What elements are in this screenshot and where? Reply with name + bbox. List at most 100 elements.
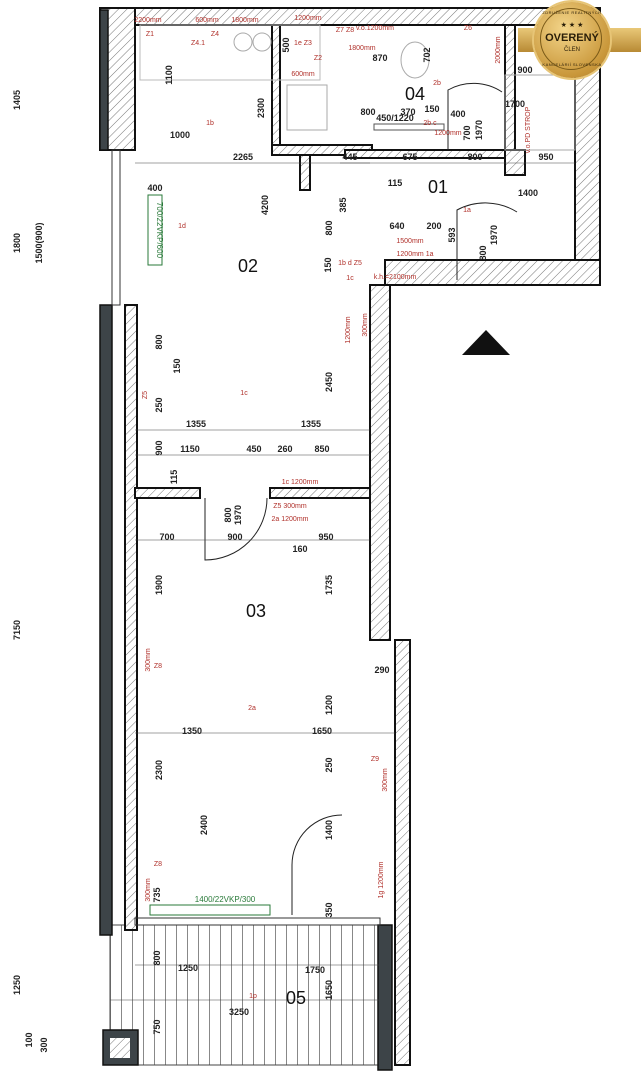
dimension-label: 3250 [229, 1007, 249, 1017]
dimension-label: 1400 [518, 188, 538, 198]
dimension-label: 370 [400, 107, 415, 117]
room-label: 01 [428, 177, 448, 197]
dimension-label: 445 [342, 152, 357, 162]
dimension-label: 160 [292, 544, 307, 554]
wall [271, 24, 281, 156]
window-label: 450/1220 [376, 113, 414, 123]
dimension-label: 400 [147, 183, 162, 193]
structural-column [99, 9, 109, 151]
annotation-label: 1b d Z5 [338, 260, 362, 267]
annotation-label: Z2 [314, 55, 322, 62]
dimension-label: 800 [223, 507, 233, 522]
annotation-label: Z9 [371, 756, 379, 763]
sink-icon [286, 84, 328, 131]
annotation-label: Z7 Z8 [336, 27, 354, 34]
annotation-label: 600mm [195, 17, 219, 24]
annotation-label: 1800mm [348, 45, 375, 52]
dimension-label: 950 [538, 152, 553, 162]
annotation-label: Z1 [146, 31, 154, 38]
dimension-label: 800 [467, 152, 482, 162]
dimension-label: 850 [314, 444, 329, 454]
annotation-label: 1p [249, 993, 257, 1000]
dimension-label: 385 [338, 197, 348, 212]
annotation-label: 300mm [145, 878, 152, 902]
balcony-floor [109, 924, 391, 1066]
annotation-label: 1e Z3 [294, 40, 312, 47]
dimension-label: 1800 [12, 233, 22, 253]
dimension-label: 250 [324, 757, 334, 772]
dimension-label: 1405 [12, 90, 22, 110]
dimension-label: 800 [154, 334, 164, 349]
room-label: 03 [246, 601, 266, 621]
dimension-label: 1900 [154, 575, 164, 595]
dimension-label: 1150 [180, 444, 200, 454]
radiator-label: 1400/22VKP/300 [195, 895, 256, 904]
walls [99, 7, 601, 1071]
window-bar-icon [373, 123, 445, 131]
dimension-label: 1355 [301, 419, 321, 429]
annotation-label: 1b [206, 120, 214, 127]
dimension-label: 1650 [312, 726, 332, 736]
annotation-label: Z4 [211, 31, 219, 38]
wall [99, 7, 601, 26]
annotation-label: 1200mm [294, 15, 321, 22]
dimension-label: 1250 [178, 963, 198, 973]
annotation-label: 1d [178, 223, 186, 230]
north-arrow-icon [462, 330, 510, 355]
dimension-label: 2450 [324, 372, 334, 392]
dimension-label: 700 [462, 125, 472, 140]
dimension-label: 800 [152, 950, 162, 965]
annotation-label: 1c 1200mm [282, 479, 319, 486]
dimension-label: 1350 [182, 726, 202, 736]
kitchen-counter [139, 24, 321, 81]
dimension-label: 500 [281, 37, 291, 52]
room-label: 05 [286, 988, 306, 1008]
dimension-label: 260 [277, 444, 292, 454]
dimension-label: 593 [447, 227, 457, 242]
dimension-label: 1750 [305, 965, 325, 975]
annotation-label: 1c [346, 275, 354, 282]
annotation-label: 1a [463, 207, 471, 214]
annotation-label: 1200mm 1a [397, 251, 434, 258]
dimension-label: 1100 [164, 65, 174, 85]
annotation-label: 300mm [145, 648, 152, 672]
annotation-label: 1200mm [434, 130, 461, 137]
annotation-label: 2b [433, 80, 441, 87]
dimension-label: 870 [372, 53, 387, 63]
dimension-label: 100 [24, 1032, 34, 1047]
door-swing [456, 202, 518, 280]
dimension-label: 800 [360, 107, 375, 117]
dimension-label: 250 [154, 397, 164, 412]
dimension-label: 150 [323, 257, 333, 272]
dimension-label: 1700 [505, 99, 525, 109]
dimension-label: 7150 [12, 620, 22, 640]
dimension-label: 900 [227, 532, 242, 542]
radiator-icon [149, 904, 271, 916]
annotation-label: k.h.=2100mm [374, 274, 417, 281]
annotation-label: 2b c [423, 120, 437, 127]
annotation-label: Z5 300mm [273, 503, 307, 510]
dimension-label: 2300 [256, 98, 266, 118]
dimension-label: 1400 [324, 820, 334, 840]
wall [504, 24, 516, 151]
door-swing [291, 814, 343, 915]
wall [344, 149, 511, 159]
wall [369, 284, 391, 641]
badge-ring-bottom: KANCELÁRIÍ SLOVENSKA [542, 62, 602, 67]
dimension-label: 200 [426, 221, 441, 231]
annotation-label: 1200mm [345, 316, 352, 343]
dimension-label: 702 [422, 47, 432, 62]
badge-subtitle: ČLEN [563, 47, 580, 53]
dimension-label: 300 [39, 1037, 49, 1052]
annotation-label: Z8 [154, 663, 162, 670]
fixtures [110, 24, 576, 1001]
dimension-label: 1000 [170, 130, 190, 140]
dimension-label: 450 [246, 444, 261, 454]
badge-stars: ★ ★ ★ [560, 22, 584, 29]
dimension-label: 2300 [154, 760, 164, 780]
dimension-label: 1970 [489, 225, 499, 245]
wall [394, 639, 411, 1066]
window-frame [111, 149, 121, 306]
badge-ring [540, 8, 602, 70]
